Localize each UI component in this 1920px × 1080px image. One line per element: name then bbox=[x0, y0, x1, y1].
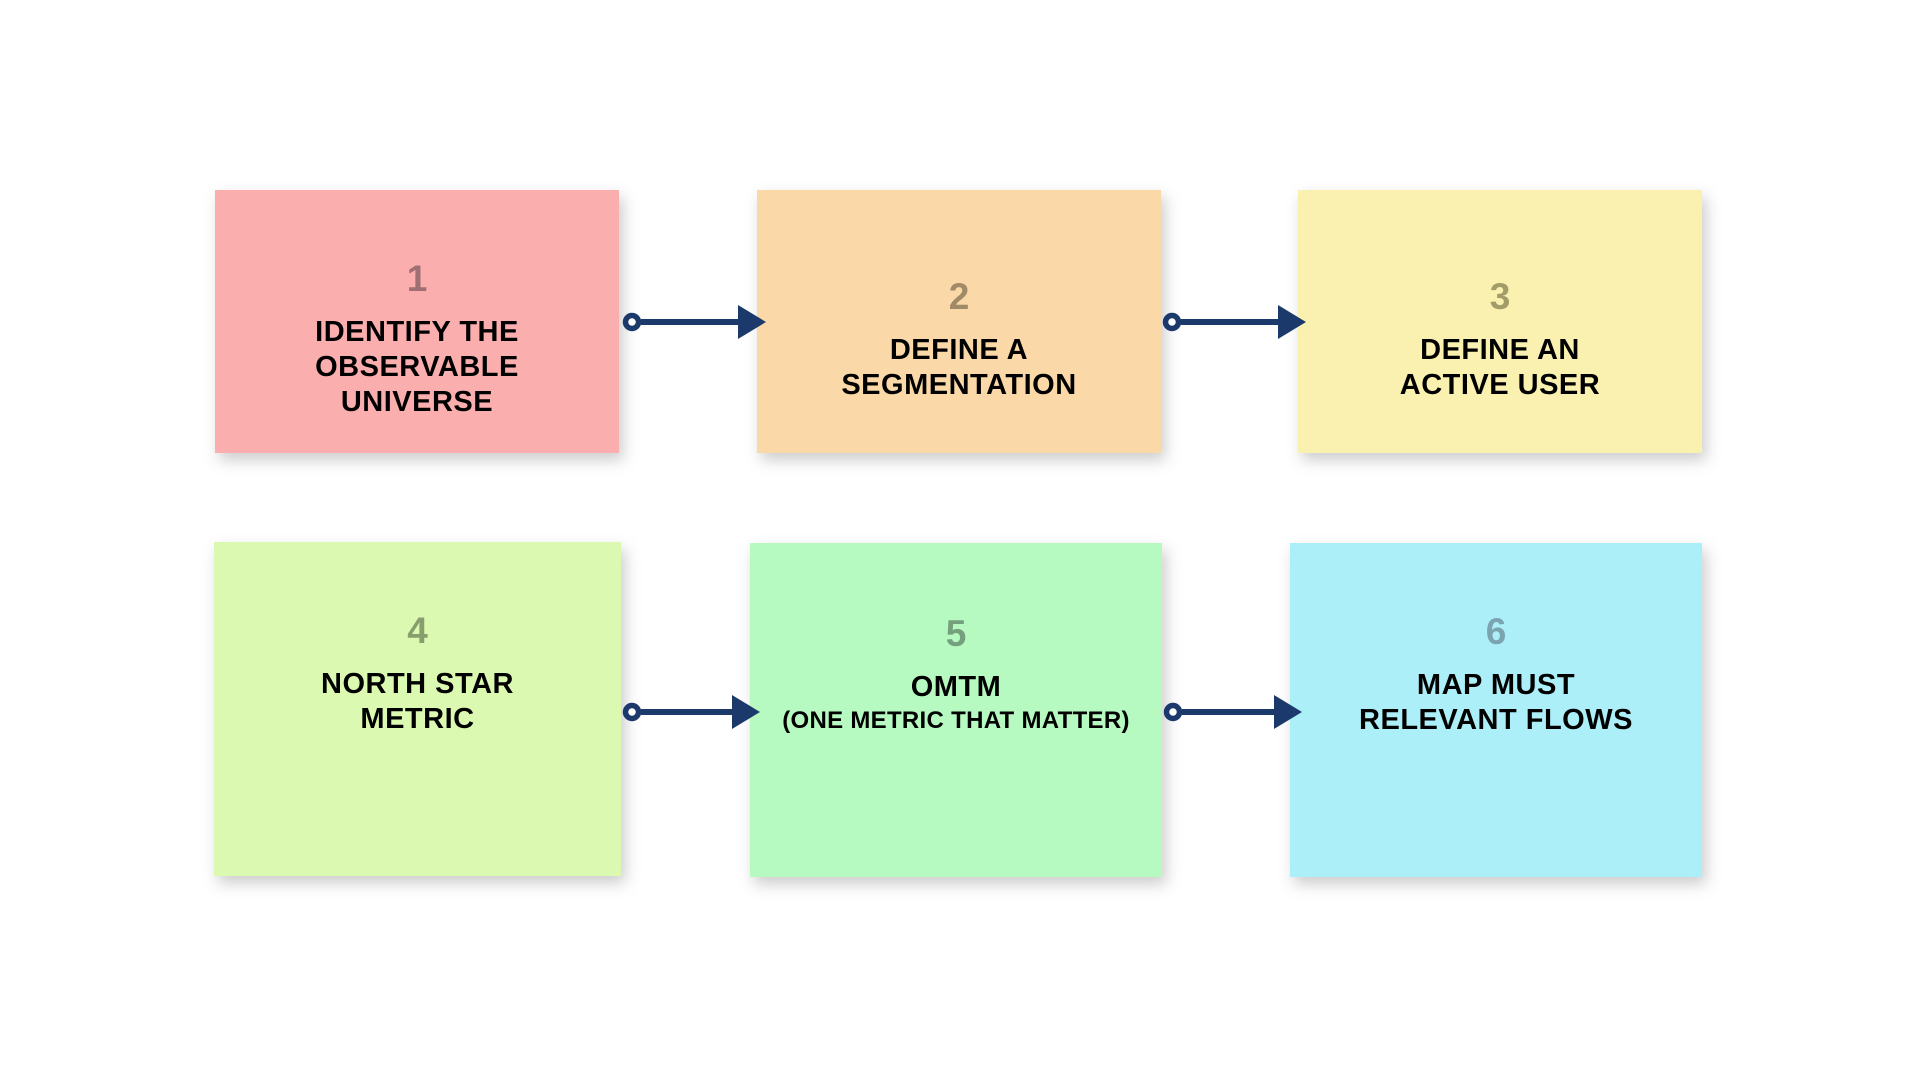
step-number-1: 1 bbox=[406, 258, 428, 299]
step-title-2: DEFINE A SEGMENTATION bbox=[841, 333, 1077, 401]
step-box-6: 6 MAP MUST RELEVANT FLOWS bbox=[1290, 543, 1702, 877]
step-title-1: IDENTIFY THE OBSERVABLE UNIVERSE bbox=[315, 316, 519, 418]
connector-arrow-1-2 bbox=[622, 305, 766, 339]
connector-tail-circle-icon bbox=[1163, 702, 1183, 722]
step-title-5: OMTM bbox=[910, 671, 1002, 703]
step-box-4: 4 NORTH STAR METRIC bbox=[214, 542, 621, 876]
step-number-3: 3 bbox=[1489, 275, 1511, 317]
step-title-3: DEFINE AN ACTIVE USER bbox=[1399, 333, 1601, 401]
step-number-5: 5 bbox=[945, 613, 967, 654]
connector-arrow-4-5 bbox=[622, 695, 760, 729]
step-title-4: NORTH STAR METRIC bbox=[321, 668, 514, 735]
step-box-3: 3 DEFINE AN ACTIVE USER bbox=[1298, 190, 1702, 453]
connector-arrow-2-3 bbox=[1162, 305, 1306, 339]
step-title-6: MAP MUST RELEVANT FLOWS bbox=[1359, 669, 1633, 736]
step-number-4: 4 bbox=[407, 610, 428, 651]
step-box-2: 2 DEFINE A SEGMENTATION bbox=[757, 190, 1161, 453]
step-box-5: 5 OMTM (ONE METRIC THAT MATTER) bbox=[750, 543, 1162, 877]
connector-arrow-5-6 bbox=[1163, 695, 1302, 729]
connector-tail-circle-icon bbox=[1162, 312, 1182, 332]
step-number-2: 2 bbox=[948, 275, 970, 317]
connector-tail-circle-icon bbox=[622, 702, 642, 722]
connector-tail-circle-icon bbox=[622, 312, 642, 332]
step-subtitle-5: (ONE METRIC THAT MATTER) bbox=[782, 707, 1130, 734]
step-box-1: 1 IDENTIFY THE OBSERVABLE UNIVERSE bbox=[215, 190, 619, 453]
step-number-6: 6 bbox=[1485, 611, 1507, 652]
